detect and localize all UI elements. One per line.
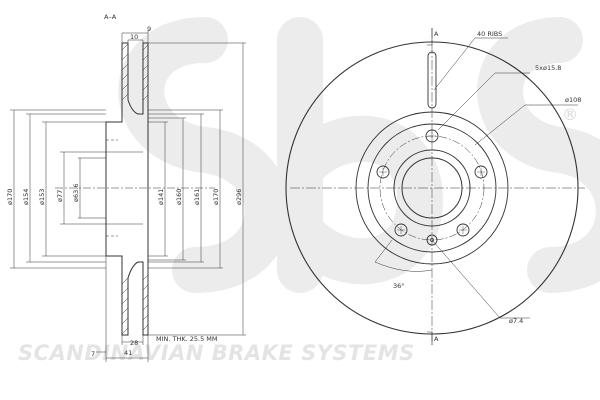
dia-label-77: ø77: [56, 190, 64, 202]
locating-hole: [426, 234, 438, 246]
face-view-labels: A A 40 RIBS 5xø15.8 ø108 ø7.4 36°: [393, 30, 581, 343]
dim-offset: 7: [91, 350, 95, 358]
section-marker-bottom: [427, 331, 433, 345]
rib-cutout: [427, 51, 437, 109]
dia-label-141: ø141: [157, 189, 165, 205]
dia-label-170-right: ø170: [212, 189, 220, 205]
dim-total-thickness: 41: [124, 349, 132, 357]
dia-label-160: ø160: [175, 189, 183, 205]
section-label: A–A: [104, 13, 117, 21]
rotor-section-outline: [105, 42, 149, 336]
dim-outer-thickness: 9: [147, 25, 151, 33]
left-diameter-dimensions: [10, 109, 106, 269]
section-view: [10, 30, 246, 362]
section-marker-bottom-label: A: [434, 335, 439, 343]
dia-label-296: ø296: [235, 189, 243, 205]
hole-center-marks: [379, 132, 485, 234]
hub-face: [367, 123, 497, 253]
pcd-label: ø108: [565, 96, 581, 104]
face-view: [285, 28, 585, 345]
bolt-holes-label: 5xø15.8: [535, 64, 561, 72]
sbs-logo-watermark: [118, 17, 600, 293]
section-marker-top-label: A: [434, 30, 439, 38]
section-hatching: [121, 43, 149, 335]
bolt-hole: [474, 165, 488, 179]
registered-mark: ®: [562, 105, 578, 124]
dia-label-161: ø161: [193, 189, 201, 205]
dia-label-154: ø154: [22, 189, 30, 205]
center-bore-inner: [401, 157, 463, 219]
dim-hub-thickness: 28: [130, 339, 138, 347]
small-hole-label: ø7.4: [509, 317, 523, 325]
dia-label-63-6: ø63.6: [72, 184, 80, 202]
locating-hole-center: [430, 238, 434, 242]
bolt-hole: [376, 165, 390, 179]
leader-lines: [374, 37, 578, 319]
bolt-hole: [425, 129, 439, 143]
bolt-hole: [394, 223, 408, 237]
thickness-dimensions-bottom: [96, 256, 149, 362]
section-view-labels: A–A 9 10 28 41 7 MIN. THK. 25.5 MM ø170 …: [6, 13, 243, 358]
bolt-hole: [456, 223, 470, 237]
dia-label-153: ø153: [38, 189, 46, 205]
right-diameter-dimensions: [148, 42, 246, 336]
dia-label-170-left: ø170: [6, 189, 14, 205]
center-bore-outer: [393, 149, 471, 227]
company-watermark: SCANDINAVIAN BRAKE SYSTEMS: [18, 341, 415, 365]
min-thickness-note: MIN. THK. 25.5 MM: [156, 335, 218, 343]
thickness-dimensions-top: [121, 30, 149, 43]
ribs-label: 40 RIBS: [477, 30, 502, 38]
disc-hat-edge: [355, 111, 509, 265]
dim-inner-thickness: 10: [130, 33, 138, 41]
section-marker-top: [427, 28, 433, 46]
angle-label: 36°: [393, 282, 405, 290]
